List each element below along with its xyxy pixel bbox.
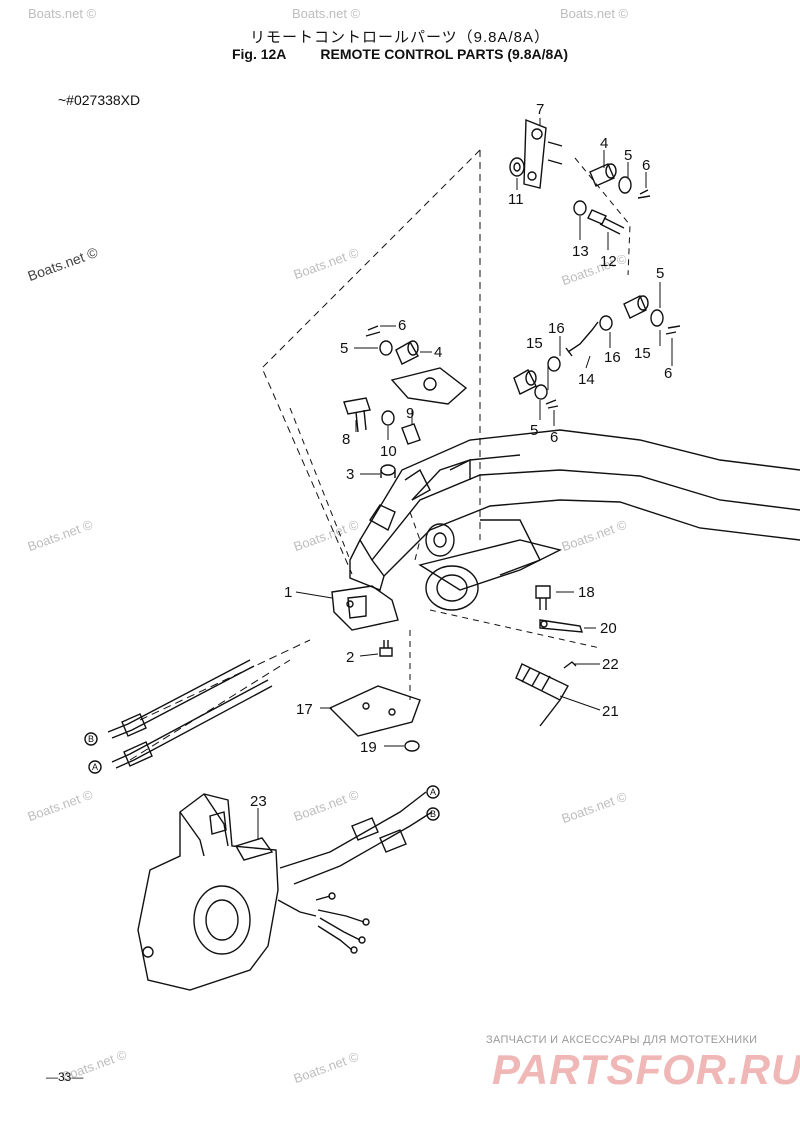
callout-23: 23 xyxy=(250,793,267,810)
connector-a-label: A xyxy=(430,787,436,797)
callout-6: 6 xyxy=(550,429,558,446)
callout-1: 1 xyxy=(284,584,292,601)
part-6-clip xyxy=(637,189,651,199)
part-23-remote-control-box xyxy=(137,793,279,991)
part-12-bolt xyxy=(587,209,625,235)
part-5-washer xyxy=(650,309,664,327)
connector-b-label: B xyxy=(88,734,94,744)
connector-b-marker xyxy=(426,807,440,821)
callout-18: 18 xyxy=(578,584,595,601)
part-5-washer xyxy=(379,340,393,356)
part-6-clip xyxy=(365,325,381,337)
part-11-washer xyxy=(509,157,525,177)
part-5-washer xyxy=(534,384,548,400)
engine-bracket xyxy=(349,429,800,611)
part-5-washer xyxy=(618,176,632,194)
callout-6: 6 xyxy=(642,157,650,174)
callout-12: 12 xyxy=(600,253,617,270)
serial-range: ~#027338XD xyxy=(58,92,141,108)
part-6-clip xyxy=(545,399,559,409)
part-10-collar xyxy=(381,410,395,426)
page-number: —33— xyxy=(46,1070,84,1084)
connector-a-marker xyxy=(88,760,102,774)
connector-a-label: A xyxy=(92,762,98,772)
figure-label: Fig. 12A xyxy=(231,46,287,62)
wire-harness xyxy=(315,892,370,954)
callout-22: 22 xyxy=(602,656,619,673)
part-16-nut xyxy=(547,356,561,372)
guide-line xyxy=(409,511,421,561)
part-22-pin xyxy=(563,661,577,669)
part-20-link xyxy=(539,619,584,633)
guide-line xyxy=(129,659,291,761)
title-japanese: リモートコントロールパーツ（9.8A/8A） xyxy=(249,29,551,46)
callout-10: 10 xyxy=(380,443,397,460)
brand-tagline: ЗАПЧАСТИ И АКСЕССУАРЫ ДЛЯ МОТОТЕХНИКИ xyxy=(486,1034,758,1046)
control-cable-B xyxy=(107,659,255,739)
callout-6: 6 xyxy=(398,317,406,334)
callout-16: 16 xyxy=(548,320,565,337)
connector-a-marker xyxy=(426,785,440,799)
callout-5: 5 xyxy=(340,340,348,357)
part-4-joint xyxy=(395,340,419,365)
callout-5: 5 xyxy=(530,422,538,439)
part-1-bracket xyxy=(331,585,399,631)
callout-21: 21 xyxy=(602,703,619,720)
figure-title: Fig. 12A REMOTE CONTROL PARTS (9.8A/8A) xyxy=(0,46,800,62)
callout-20: 20 xyxy=(600,620,617,637)
connector-b-marker xyxy=(84,732,98,746)
callout-13: 13 xyxy=(572,243,589,260)
brand-logo: PARTSFOR.RU xyxy=(492,1046,800,1093)
callout-4: 4 xyxy=(600,135,608,152)
part-3-nut xyxy=(380,464,396,478)
part-4-joint xyxy=(623,295,649,319)
callout-4: 4 xyxy=(434,344,442,361)
part-13-washer xyxy=(573,200,587,216)
part-8-pin xyxy=(343,397,371,433)
callout-5: 5 xyxy=(624,147,632,164)
callout-16: 16 xyxy=(604,349,621,366)
watermark: Boats.net © xyxy=(292,6,361,21)
part-7-lever xyxy=(523,118,563,189)
guide-line xyxy=(289,407,351,561)
control-cable-A xyxy=(111,679,273,769)
connector-b-label: B xyxy=(430,809,436,819)
part-6-clip xyxy=(665,325,681,335)
guide-line xyxy=(261,149,481,575)
callout-19: 19 xyxy=(360,739,377,756)
figure-title-text: REMOTE CONTROL PARTS (9.8A/8A) xyxy=(320,46,569,62)
callout-9: 9 xyxy=(406,405,414,422)
callout-15: 15 xyxy=(634,345,651,362)
callout-17: 17 xyxy=(296,701,313,718)
watermark: Boats.net © xyxy=(560,6,629,21)
callout-11: 11 xyxy=(508,191,524,208)
part-15-joint xyxy=(513,369,537,395)
part-18-bolt xyxy=(535,585,551,610)
part-14-rod xyxy=(565,321,599,357)
guide-line xyxy=(429,609,601,649)
part-4-joint xyxy=(589,163,617,187)
part-19-nut xyxy=(404,740,420,752)
watermark: Boats.net © xyxy=(28,6,97,21)
part-21-grip xyxy=(515,663,569,727)
remote-cables xyxy=(277,791,433,917)
part-2-bolt xyxy=(379,640,393,657)
callout-8: 8 xyxy=(342,431,350,448)
part-9-link-plate xyxy=(390,367,468,405)
part-17-plate xyxy=(328,685,421,737)
callout-3: 3 xyxy=(346,466,354,483)
leader-lines xyxy=(257,118,673,840)
callout-2: 2 xyxy=(346,649,354,666)
part-10-collar xyxy=(401,423,421,445)
callout-5: 5 xyxy=(656,265,664,282)
callout-7: 7 xyxy=(536,101,544,118)
guide-line xyxy=(139,639,311,721)
callout-15: 15 xyxy=(526,335,543,352)
callout-14: 14 xyxy=(578,371,595,388)
callout-6: 6 xyxy=(664,365,672,382)
part-16-nut xyxy=(599,315,613,331)
